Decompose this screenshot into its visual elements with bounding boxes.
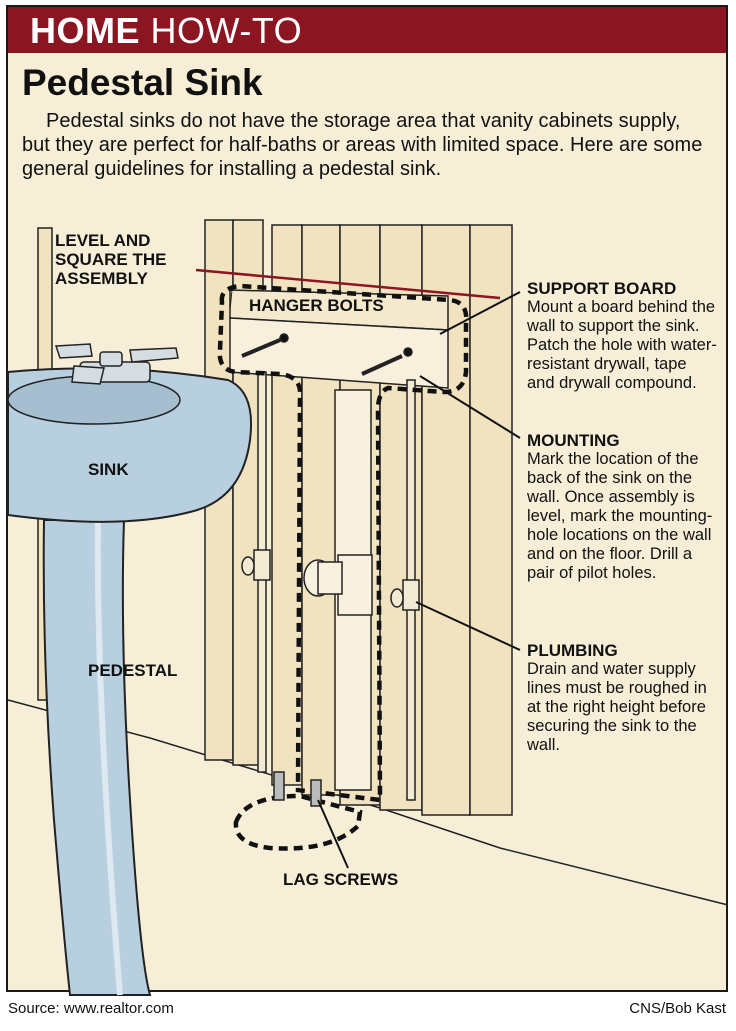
credit-footer: CNS/Bob Kast (629, 1000, 726, 1017)
banner-title: HOME HOW-TO (30, 11, 302, 51)
faucet-icon (54, 343, 179, 385)
hanger-bolts-label: HANGER BOLTS (249, 296, 384, 315)
pedestal-label: PEDESTAL (88, 661, 178, 680)
lag-screws-label: LAG SCREWS (283, 870, 399, 889)
source-footer: Source: www.realtor.com (8, 1000, 174, 1017)
banner-bold: HOME (30, 10, 140, 51)
leader-lines (317, 291, 521, 869)
pedestal-shape (42, 519, 152, 996)
banner-rest: HOW-TO (150, 10, 303, 51)
plumbing-text: Drain and water supply lines must be rou… (527, 660, 707, 754)
support-board-text: Mount a board behind the wall to support… (527, 298, 717, 392)
lag-screws (273, 771, 322, 807)
hanger-bolts (241, 333, 413, 376)
level-line (195, 268, 501, 300)
pedestal-highlight (94, 519, 123, 996)
floor-footprint (233, 793, 363, 851)
intro-paragraph: Pedestal sinks do not have the storage a… (22, 110, 703, 180)
mounting-text: Mark the location of the back of the sin… (527, 450, 713, 582)
mounting-outline (217, 283, 469, 803)
mounting-title: MOUNTING (527, 431, 620, 450)
sink-label: SINK (88, 460, 129, 479)
page-title: Pedestal Sink (22, 62, 263, 103)
plumbing-title: PLUMBING (527, 641, 618, 660)
header-banner: HOME HOW-TO (8, 7, 726, 53)
drain-pipe (303, 389, 373, 791)
level-label: LEVEL AND SQUARE THE ASSEMBLY (55, 231, 167, 288)
support-board-title: SUPPORT BOARD (527, 279, 677, 298)
